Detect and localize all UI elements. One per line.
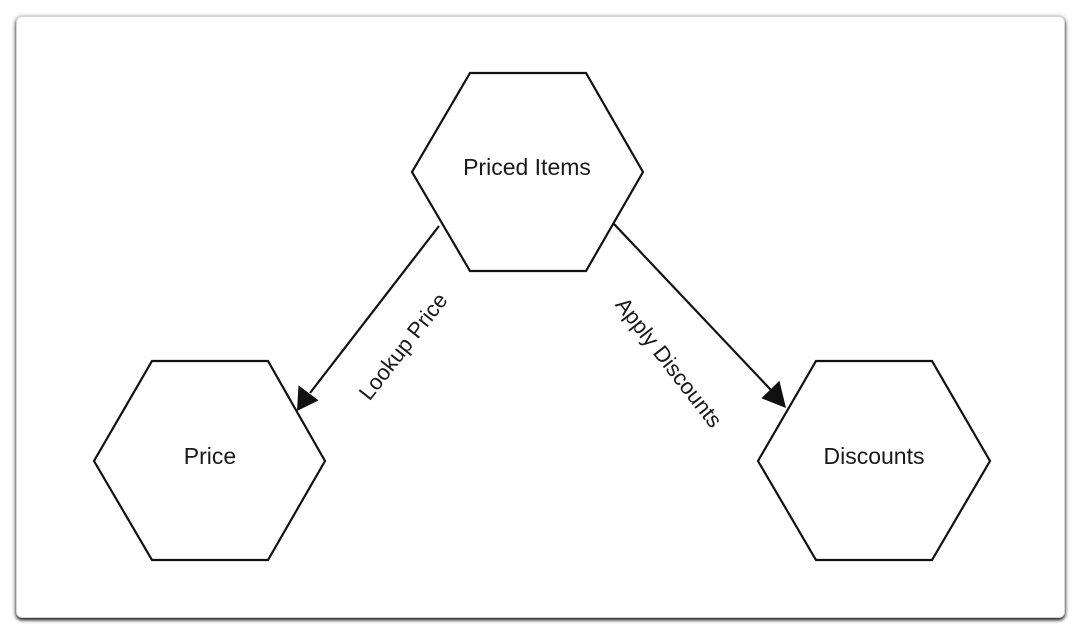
node-price: Price	[92, 359, 327, 562]
node-discounts: Discounts	[756, 359, 992, 562]
edge-line	[309, 225, 440, 394]
hexagon-shape	[756, 359, 992, 562]
edge-lookup-price	[297, 225, 440, 411]
arrowhead-icon	[297, 385, 319, 411]
edge-label-lookup-price: Lookup Price	[354, 288, 453, 405]
hexagon-shape	[92, 359, 327, 562]
node-label: Price	[184, 443, 236, 469]
node-label: Priced Items	[463, 154, 591, 180]
edge-apply-discounts	[613, 223, 786, 408]
edge-label-apply-discounts: Apply Discounts	[610, 293, 727, 433]
edge-line	[613, 223, 772, 391]
node-label: Discounts	[824, 443, 925, 469]
node-priced-items: Priced Items	[410, 71, 645, 273]
hexagon-shape	[410, 71, 645, 273]
arrowhead-icon	[761, 380, 786, 408]
